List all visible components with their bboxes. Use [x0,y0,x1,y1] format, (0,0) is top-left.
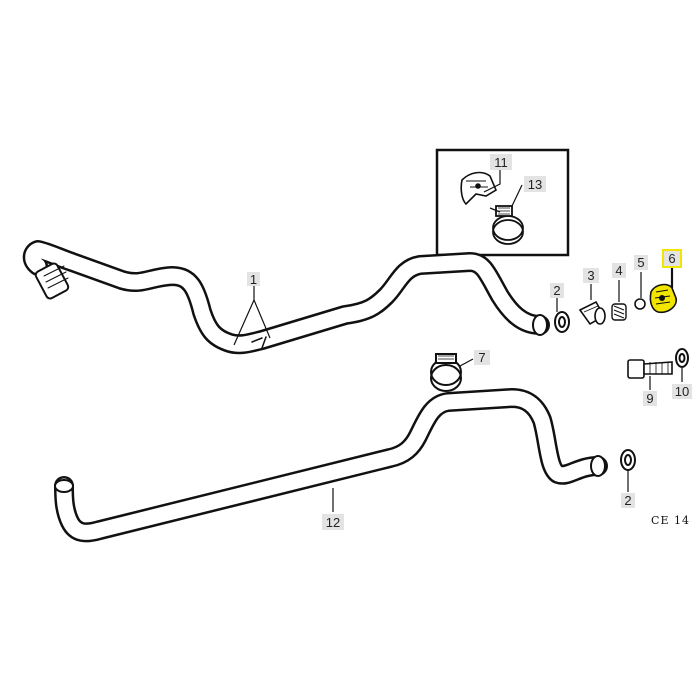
callout-12-text: 12 [326,515,340,530]
callout-10: 11 [490,154,512,170]
callout-7: 7 [474,350,490,365]
o-ring-part-5 [634,298,646,310]
callout-11-text: 10 [675,384,689,399]
callout-9-text: 9 [646,391,653,406]
bolt-part-9 [627,359,673,379]
callout-13-text: 13 [528,177,542,192]
reference-code: CE 14 [651,514,690,527]
lower-pipe-part-12 [54,388,608,543]
callout-4: 4 [612,263,626,278]
callout-3: 3 [583,268,599,283]
callout-5: 5 [634,255,648,270]
callout-9: 9 [643,391,657,406]
washer-part-2-upper [554,311,570,333]
washer-part-2-lower [620,449,636,471]
callout-7-text: 7 [478,350,485,365]
inset-detail-box [435,148,570,257]
callout-labels: 1 2 2 3 4 5 6 7 [247,154,692,530]
upper-pipe-part-1 [22,240,550,355]
callout-1: 1 [247,272,260,287]
callout-10-text: 11 [494,155,508,170]
callout-13: 13 [524,176,546,192]
callout-1-text: 1 [250,272,257,287]
callout-6: 6 [662,249,682,268]
hose-clamp-part-13 [489,205,524,245]
callout-2-lower-text: 2 [624,493,631,508]
callout-4-text: 4 [615,263,622,278]
callout-11: 10 [672,384,692,399]
washer-part-11 [675,348,689,368]
banjo-fitting-part-3 [578,300,606,326]
leader-lines [233,170,683,512]
callout-5-text: 5 [637,255,644,270]
spring-part-4 [611,303,627,321]
callout-12: 12 [322,514,344,530]
callout-2-lower: 2 [621,493,635,508]
bracket-part-10 [460,171,498,206]
callout-3-text: 3 [587,268,594,283]
valve-plug-part-6 [649,283,678,314]
callout-2-upper-text: 2 [553,283,560,298]
hose-clamp-part-7 [430,353,462,392]
callout-2-upper: 2 [550,283,564,298]
callout-6-text: 6 [668,251,675,266]
